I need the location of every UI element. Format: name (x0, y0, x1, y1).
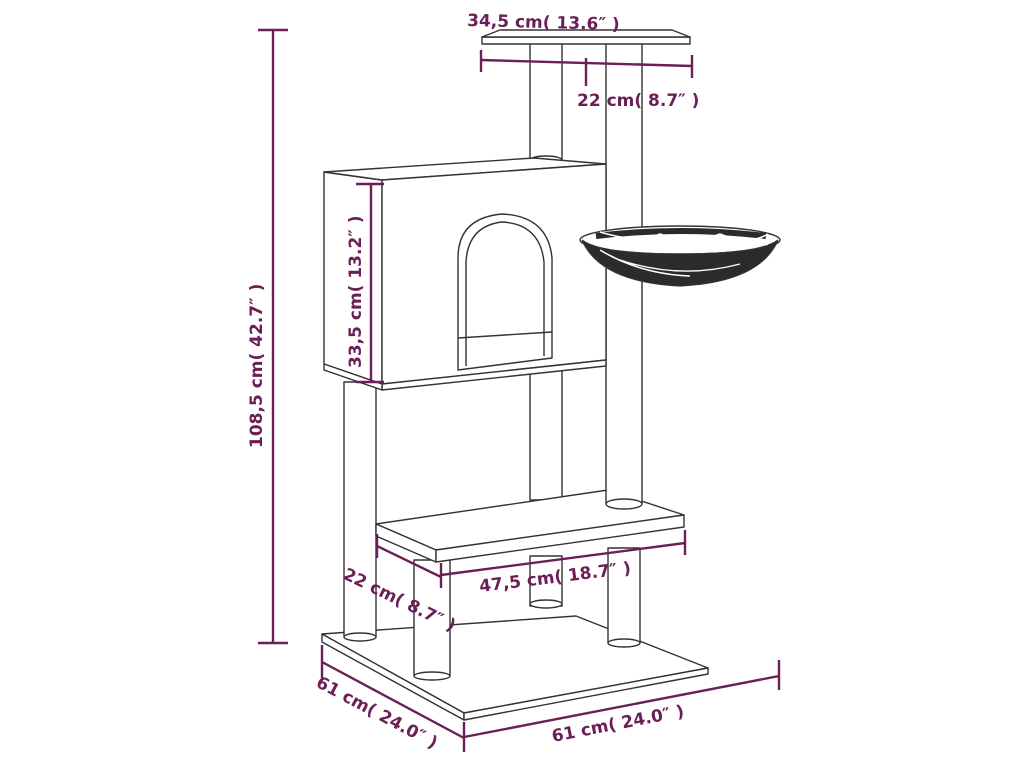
condo-entrance (457, 213, 553, 371)
hammock-bowl (579, 225, 781, 287)
condo-box (323, 157, 607, 391)
cat-tree-illustration (321, 29, 781, 721)
top-back-post (529, 41, 563, 165)
front-middle-post (413, 559, 451, 681)
dimension-lines (258, 28, 781, 752)
condo-height-line (356, 182, 384, 384)
base-width-line (463, 660, 781, 739)
total-height-line (258, 28, 288, 645)
base-width-label: 61 cm( 24.0″ ) (550, 702, 686, 747)
top-platform-depth-label: 22 cm( 8.7″ ) (577, 91, 699, 111)
condo-height-label: 33,5 cm( 13.2″ ) (346, 215, 366, 368)
middle-platform-depth-line (375, 534, 442, 579)
top-platform (481, 29, 691, 45)
front-right-post (607, 547, 641, 648)
top-platform-width-label: 34,5 cm( 13.6″ ) (467, 11, 620, 35)
total-height-label: 108,5 cm( 42.7″ ) (247, 284, 267, 448)
middle-platform-width-line (439, 530, 687, 588)
front-left-post (343, 381, 377, 642)
